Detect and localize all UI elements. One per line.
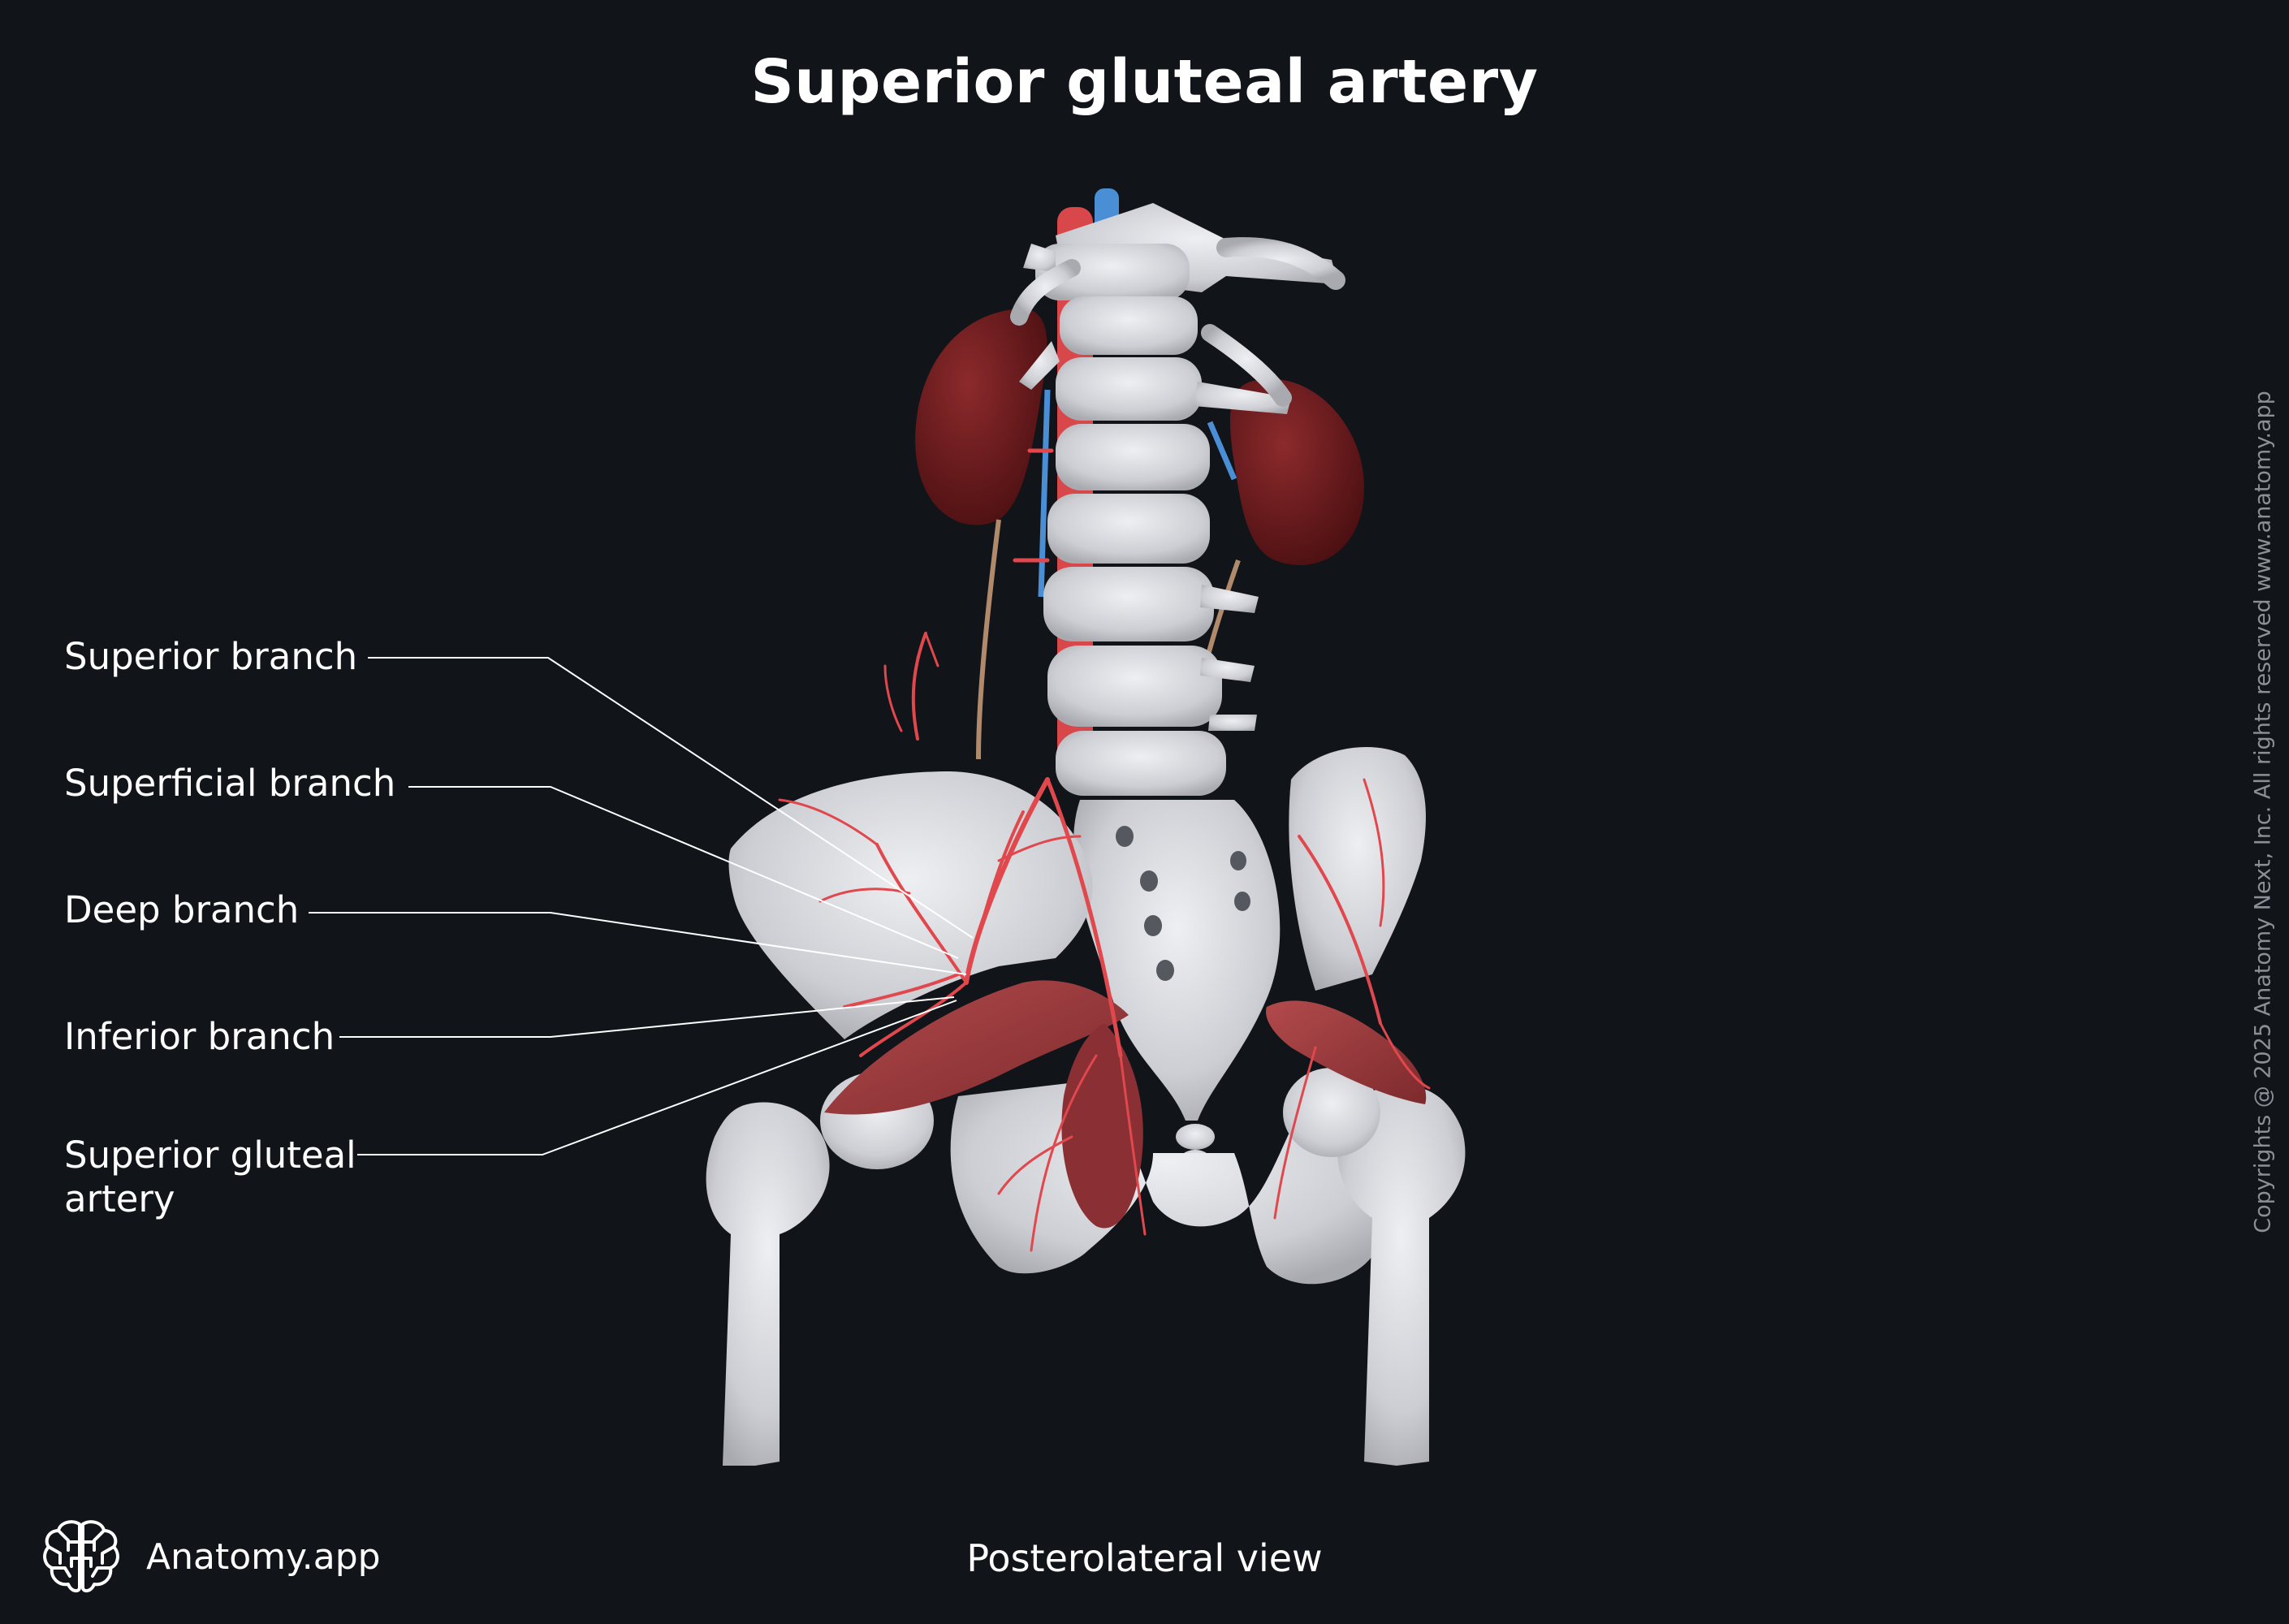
right-femur xyxy=(1283,1068,1466,1466)
sacrum xyxy=(1073,800,1281,1121)
left-femur xyxy=(706,1072,934,1466)
arteries xyxy=(778,448,1431,1252)
leader-line-inferior-branch xyxy=(339,996,955,1038)
left-piriformis-muscle xyxy=(824,980,1129,1115)
label-deep-branch: Deep branch xyxy=(64,888,300,931)
leader-line-superficial-branch xyxy=(408,786,959,959)
leader-line-deep-branch xyxy=(309,912,967,975)
view-caption: Posterolateral view xyxy=(966,1536,1323,1580)
brand-logo[interactable]: Anatomy.app xyxy=(41,1512,381,1601)
leader-line-superior-gluteal-artery xyxy=(357,1000,957,1155)
label-inferior-branch: Inferior branch xyxy=(64,1015,335,1058)
right-piriformis-muscle xyxy=(1266,1000,1427,1104)
left-ilium xyxy=(728,771,1093,1039)
brain-icon xyxy=(43,1520,119,1593)
ribs xyxy=(1010,237,1345,407)
right-ilium xyxy=(1289,747,1426,991)
leader-lines xyxy=(309,657,974,1155)
left-kidney xyxy=(915,309,1047,525)
lumbar-spine xyxy=(1019,203,1338,796)
leader-line-superior-branch xyxy=(368,657,974,939)
sacral-foramina xyxy=(1116,826,1250,981)
label-superior-gluteal-artery: Superior gluteal artery xyxy=(64,1134,356,1220)
page-title: Superior gluteal artery xyxy=(750,47,1539,117)
right-kidney xyxy=(1229,378,1364,565)
copyright-text: Copyrights @ 2025 Anatomy Next, Inc. All… xyxy=(2250,391,2276,1233)
label-superficial-branch: Superficial branch xyxy=(64,762,396,805)
brand-name: Anatomy.app xyxy=(146,1535,381,1578)
label-superior-branch: Superior branch xyxy=(64,635,358,678)
